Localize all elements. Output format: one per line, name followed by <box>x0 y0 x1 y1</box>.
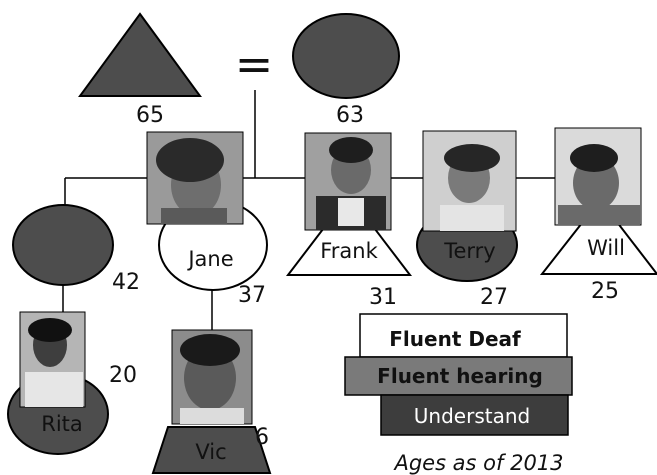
rita-name: Rita <box>41 412 83 436</box>
vic-male-symbol <box>151 426 272 474</box>
will-male-symbol <box>539 198 657 275</box>
grandmother-female-symbol <box>292 13 400 99</box>
legend: Fluent Deaf Fluent hearing Understand <box>344 313 573 436</box>
grandfather-male-symbol <box>78 12 202 97</box>
rita-photo <box>19 311 86 408</box>
legend-fluent-deaf-label: Fluent Deaf <box>389 327 521 351</box>
vic-name: Vic <box>195 440 226 464</box>
terry-photo <box>422 130 517 232</box>
will-name: Will <box>587 236 625 260</box>
frank-male-symbol <box>285 193 413 276</box>
grandmother-age: 63 <box>336 103 364 128</box>
terry-name: Terry <box>443 239 496 263</box>
frank-photo <box>304 132 392 231</box>
jane-photo <box>146 131 244 225</box>
rita-age: 20 <box>109 363 137 388</box>
frank-name: Frank <box>320 239 378 263</box>
vic-age: 6 <box>255 425 269 450</box>
vic-photo <box>171 329 253 425</box>
legend-fluent-deaf-box <box>359 313 568 358</box>
legend-understand-box <box>380 394 569 436</box>
will-age: 25 <box>591 279 619 304</box>
legend-understand-label: Understand <box>414 404 530 428</box>
ages-note: Ages as of 2013 <box>392 451 563 475</box>
grandfather-age: 65 <box>136 103 164 128</box>
spouse-female-symbol <box>12 204 114 286</box>
terry-age: 27 <box>480 285 508 310</box>
marriage-symbol: = <box>235 37 274 91</box>
spouse-age: 42 <box>112 270 140 295</box>
frank-age: 31 <box>369 285 397 310</box>
will-photo <box>554 127 642 226</box>
jane-age: 37 <box>238 283 266 308</box>
jane-name: Jane <box>186 247 233 271</box>
legend-fluent-hearing-label: Fluent hearing <box>377 364 543 388</box>
